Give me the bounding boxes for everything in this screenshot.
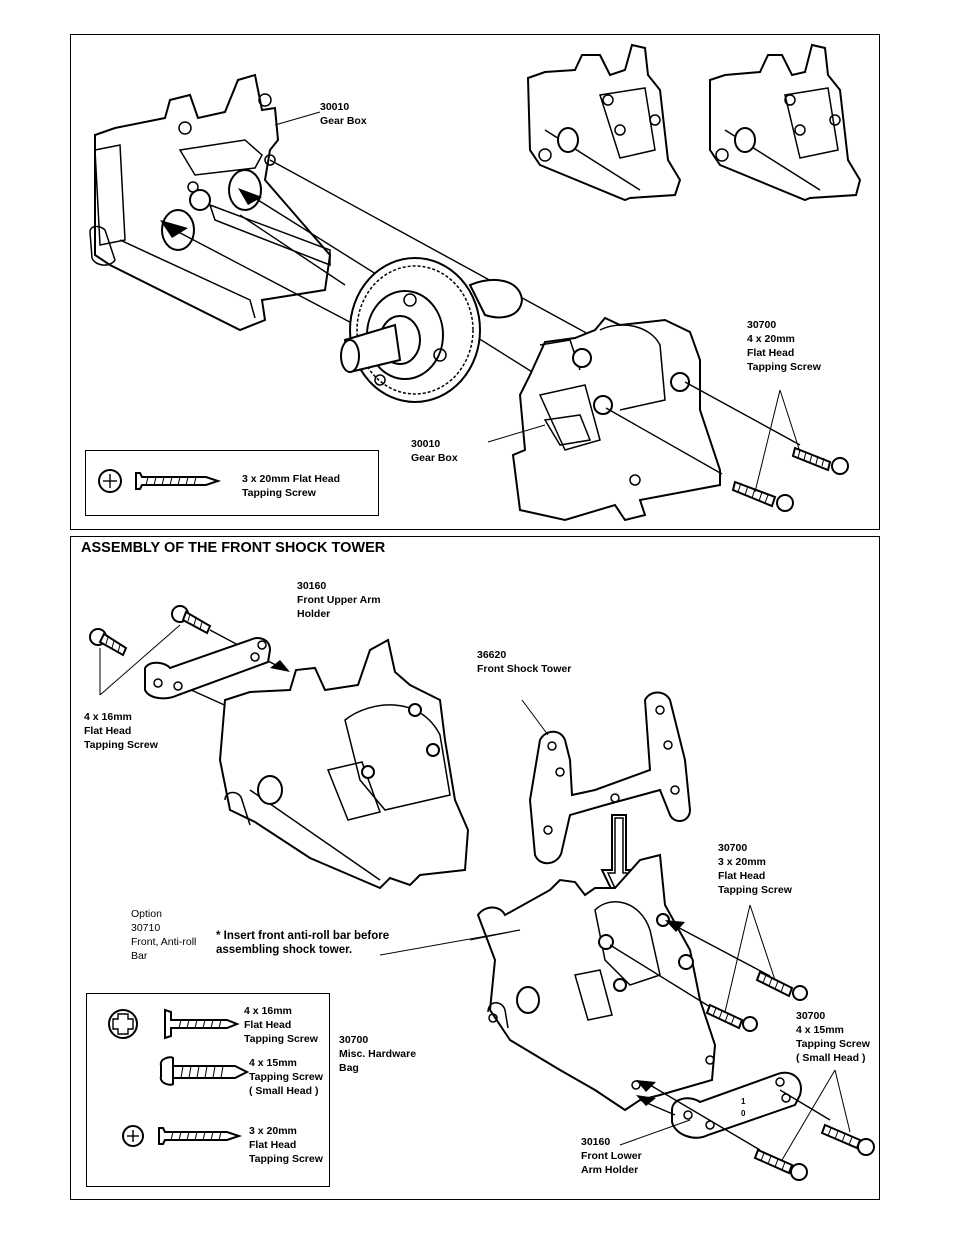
legend-screw-icons bbox=[108, 1008, 250, 1147]
legend-screw-3x20-icon bbox=[98, 469, 222, 493]
front-gearbox-assembled bbox=[218, 638, 470, 890]
gearbox-front-label: 30010 Gear Box bbox=[411, 438, 458, 464]
gearbox-preview-1 bbox=[526, 43, 682, 202]
screw-4x20-a bbox=[791, 446, 849, 475]
upper-arm-holder-label: 30160 Front Upper Arm Holder bbox=[297, 580, 381, 620]
gearbox-rear-half bbox=[89, 73, 332, 332]
screw-4x15-label: 30700 4 x 15mm Tapping Screw ( Small Hea… bbox=[796, 1010, 870, 1064]
upper-arm-holder bbox=[144, 637, 272, 700]
screw-4x15-a bbox=[820, 1123, 875, 1156]
screw-3x20-b bbox=[705, 1003, 758, 1032]
holder-marking: 1 0 bbox=[741, 1097, 746, 1118]
legend-item3-label: 3 x 20mm Flat Head Tapping Screw bbox=[249, 1125, 323, 1165]
bottom-legend-box: 4 x 16mm Flat Head Tapping Screw 4 x 15m… bbox=[86, 993, 330, 1187]
screw-4x15-b bbox=[753, 1148, 808, 1181]
gearbox-with-tower bbox=[476, 853, 717, 1112]
shock-tower-label: 36620 Front Shock Tower bbox=[477, 649, 572, 675]
option-antiroll-label: Option 30710 Front, Anti-roll Bar bbox=[131, 908, 197, 962]
hardware-bag-label: 30700 Misc. Hardware Bag bbox=[339, 1034, 417, 1074]
legend-screw-3x20-label: 3 x 20mm Flat Head Tapping Screw bbox=[242, 473, 341, 499]
screw-4x16-b bbox=[171, 605, 212, 635]
screw-3x20-label: 30700 3 x 20mm Flat Head Tapping Screw bbox=[718, 842, 792, 896]
legend-item1-label: 4 x 16mm Flat Head Tapping Screw bbox=[244, 1005, 318, 1045]
screw-4x16-a bbox=[89, 628, 128, 657]
section-title: ASSEMBLY OF THE FRONT SHOCK TOWER bbox=[81, 540, 386, 556]
gearbox-rear-label: 30010 Gear Box bbox=[320, 101, 367, 127]
lower-arm-holder bbox=[671, 1071, 802, 1139]
screw-3x20-a bbox=[755, 970, 808, 1001]
differential-gear bbox=[340, 257, 524, 403]
legend-item2-label: 4 x 15mm Tapping Screw ( Small Head ) bbox=[249, 1057, 323, 1097]
gearbox-front-half bbox=[511, 316, 721, 522]
antiroll-note: * Insert front anti-roll bar before asse… bbox=[216, 930, 390, 956]
top-legend-box: 3 x 20mm Flat Head Tapping Screw bbox=[85, 450, 379, 516]
screw-4x20-b bbox=[731, 480, 794, 512]
screw-4x20-label: 30700 4 x 20mm Flat Head Tapping Screw bbox=[747, 319, 821, 373]
gearbox-preview-2 bbox=[709, 43, 862, 202]
front-shock-tower bbox=[528, 691, 692, 865]
screw-4x16-label: 4 x 16mm Flat Head Tapping Screw bbox=[84, 711, 158, 751]
lower-arm-holder-label: 30160 Front Lower Arm Holder bbox=[581, 1136, 642, 1176]
